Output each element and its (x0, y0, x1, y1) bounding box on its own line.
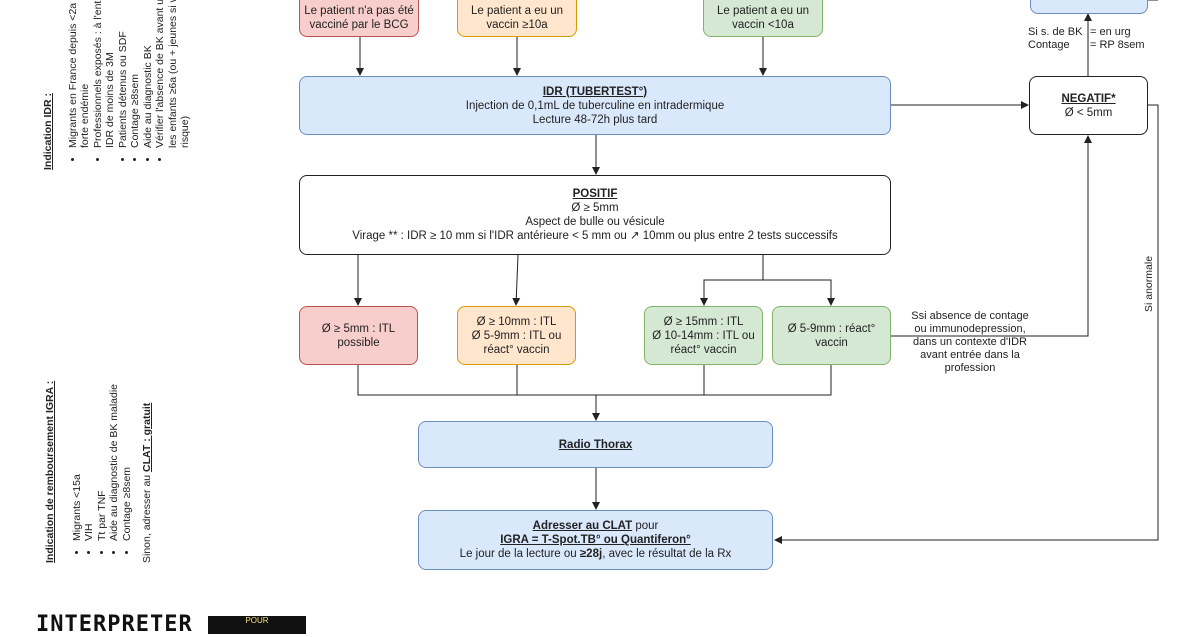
list-item: Tt par TNF (96, 381, 109, 541)
radio-thorax-title: Radio Thorax (558, 438, 633, 451)
side-note-row2: Contage = RP 8sem (1028, 39, 1145, 52)
vaccine-ge10-line1: Le patient a eu un (470, 5, 564, 17)
clat-igra: IGRA = T-Spot.TB° ou Quantiferon° (500, 534, 691, 546)
vaccine-ge10-box: Le patient a eu un vaccin ≥10a (457, 0, 577, 37)
clat-line3-b: ≥28j (579, 548, 603, 560)
idr-line1: Injection de 0,1mL de tuberculine en int… (465, 99, 725, 112)
result-red-line1: Ø ≥ 5mm : ITL (321, 322, 396, 335)
positif-line1: Ø ≥ 5mm (571, 202, 619, 214)
result-orange-line3: réact° vaccin (483, 343, 550, 356)
idr-line2: Lecture 48-72h plus tard (532, 113, 658, 126)
negatif-box: NEGATIF* Ø < 5mm (1029, 76, 1148, 135)
side-note-row1-right: = en urg (1090, 26, 1131, 38)
list-item: Vérifier l'absence de BK avant une vacci… (154, 0, 167, 148)
side-note-row2-right: = RP 8sem (1090, 39, 1145, 51)
list-item: Patients détenus ou SDF (117, 0, 130, 148)
radio-thorax-box: Radio Thorax (418, 421, 773, 468)
result-green1-line3: réact° vaccin (670, 343, 737, 356)
list-item: les enfants ≥6a (ou + jeunes si voyage >… (166, 0, 179, 148)
result-orange-line1: Ø ≥ 10mm : ITL (476, 315, 557, 328)
list-item: Aide au diagnostic de BK maladie (108, 381, 121, 541)
positif-line3: Virage ** : IDR ≥ 10 mm si l'IDR antérie… (352, 230, 838, 242)
list-item: Migrants <15a (71, 381, 84, 541)
positif-box: POSITIF Ø ≥ 5mm Aspect de bulle ou vésic… (299, 175, 891, 255)
indication-igra-heading: Indication de remboursement IGRA : (44, 380, 56, 563)
positif-line2: Aspect de bulle ou vésicule (525, 216, 665, 228)
idr-title: IDR (TUBERTEST°) (542, 85, 648, 98)
indication-igra-panel: Indication de remboursement IGRA : Migra… (44, 381, 154, 563)
result-red-line2: possible (337, 336, 380, 349)
negatif-title: NEGATIF* (1061, 92, 1116, 105)
result-orange-box: Ø ≥ 10mm : ITL Ø 5-9mm : ITL ou réact° v… (457, 306, 576, 365)
si-anormale-label: Si anormale (1143, 252, 1156, 315)
result-green1-line2: Ø 10-14mm : ITL ou (652, 329, 755, 342)
result-green1-line1: Ø ≥ 15mm : ITL (663, 315, 744, 328)
condition-note-line2: ou immunodepression, (914, 323, 1026, 335)
result-red-box: Ø ≥ 5mm : ITL possible (299, 306, 418, 365)
condition-note-line5: profession (944, 362, 996, 374)
list-item: Contage ≥8sem (121, 381, 134, 541)
indication-idr-panel: Indication IDR : Migrants en France depu… (42, 0, 192, 170)
vaccine-lt10-box: Le patient a eu un vaccin <10a (703, 0, 823, 37)
no-bcg-text: Le patient n'a pas été vacciné par le BC… (304, 5, 414, 31)
condition-note-line3: dans un contexte d'IDR (912, 336, 1027, 348)
list-item: VIH (83, 381, 96, 541)
list-item: Aide au diagnostic BK (142, 0, 155, 148)
list-item: forte endémie (79, 83, 91, 148)
si-anormale-text: Si anormale (1143, 255, 1155, 312)
no-bcg-box: Le patient n'a pas été vacciné par le BC… (299, 0, 419, 37)
top-right-box (1030, 0, 1148, 14)
clat-line3: Le jour de la lecture ou ≥28j, avec le r… (460, 547, 732, 561)
clat-gratuit-label: CLAT : gratuit (141, 402, 153, 472)
footer-title: INTERPRETER (36, 612, 193, 637)
list-item: IDR de moins de 3M (104, 52, 116, 148)
igra-footer-note: Sinon, adresser au CLAT : gratuit (141, 381, 154, 563)
result-green2-line1: Ø 5-9mm : réact° (787, 322, 876, 335)
clat-line1: Adresser au CLAT pour (533, 519, 659, 533)
vaccine-lt10-line1: Le patient a eu un (716, 5, 810, 17)
indication-idr-list: Migrants en France depuis <2a originaire… (67, 0, 192, 170)
indication-idr-heading: Indication IDR : (42, 93, 54, 170)
idr-box: IDR (TUBERTEST°) Injection de 0,1mL de t… (299, 76, 891, 135)
list-item: risque) (179, 115, 191, 148)
negatif-line1: Ø < 5mm (1064, 106, 1113, 119)
result-green1-box: Ø ≥ 15mm : ITL Ø 10-14mm : ITL ou réact°… (644, 306, 763, 365)
vaccine-ge10-line2: vaccin ≥10a (486, 19, 548, 31)
side-note: Si s. de BK = en urg Contage = RP 8sem (1028, 26, 1145, 52)
vaccine-lt10-line2: vaccin <10a (732, 19, 794, 31)
condition-note-line4: avant entrée dans la (920, 349, 1020, 361)
result-green2-box: Ø 5-9mm : réact° vaccin (772, 306, 891, 365)
list-item: Professionnels exposés : à l'entrée ds l… (92, 0, 105, 148)
side-note-row1-left: Si s. de BK (1028, 26, 1083, 38)
condition-note: Ssi absence de contage ou immunodepressi… (900, 310, 1040, 375)
side-note-row2-left: Contage (1028, 39, 1070, 51)
side-note-row1: Si s. de BK = en urg (1028, 26, 1145, 39)
clat-line3-a: Le jour de la lecture ou (459, 548, 580, 560)
result-green2-line2: vaccin (815, 336, 848, 349)
clat-prefix: Adresser au CLAT (532, 520, 633, 532)
result-orange-line2: Ø 5-9mm : ITL ou (471, 329, 562, 342)
clat-suffix: pour (632, 520, 659, 532)
igra-footer-prefix: Sinon, adresser au (141, 471, 153, 563)
footer-badge: POUR (208, 616, 306, 634)
clat-box: Adresser au CLAT pour IGRA = T-Spot.TB° … (418, 510, 773, 570)
list-item: Contage ≥8sem (129, 0, 142, 148)
clat-line3-c: , avec le résultat de la Rx (602, 548, 732, 560)
indication-igra-list: Migrants <15a VIH Tt par TNF Aide au dia… (71, 381, 134, 563)
condition-note-line1: Ssi absence de contage (911, 310, 1029, 322)
list-item: Migrants en France depuis <2a originaire… (67, 0, 80, 148)
positif-title: POSITIF (572, 188, 618, 200)
